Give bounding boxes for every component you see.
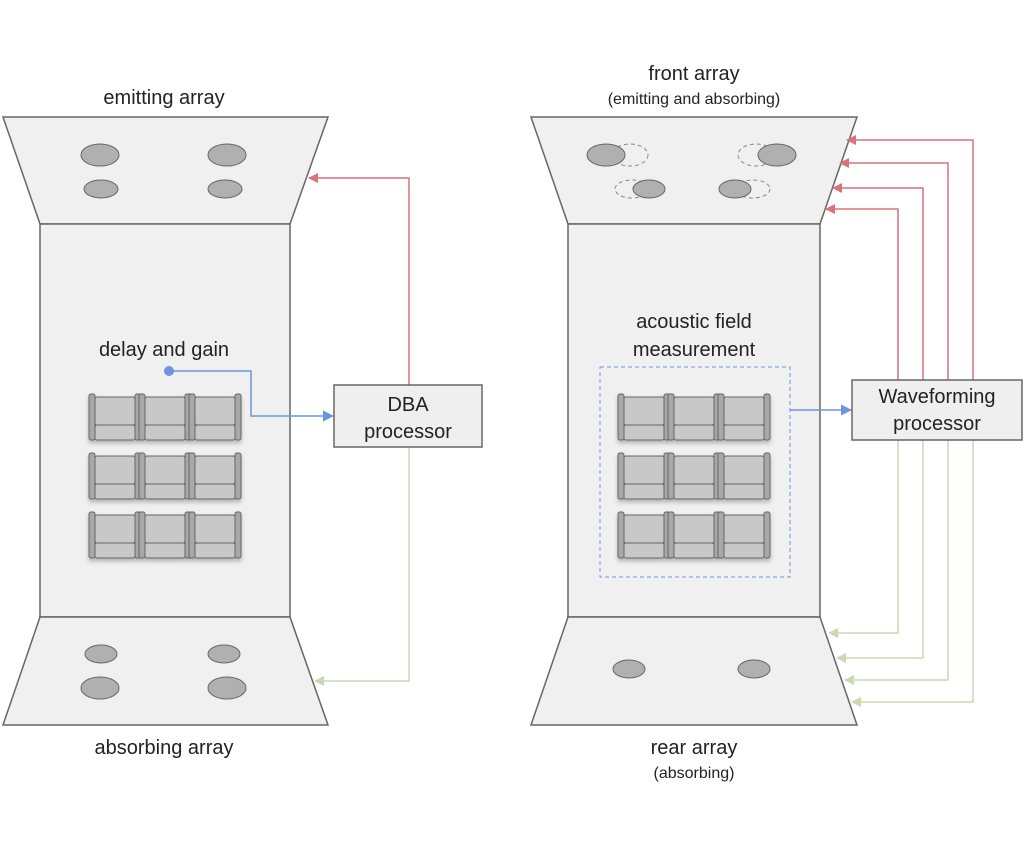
speaker-group (80, 143, 247, 199)
waveforming-processor-label-line1: Waveforming (878, 386, 995, 408)
speaker-icon (737, 659, 771, 679)
waveforming-processor-label-line2: processor (893, 413, 981, 435)
seat-row (89, 453, 241, 499)
emit-signal-line (825, 204, 899, 380)
speaker-icon (612, 659, 646, 679)
rear-array-sublabel: (absorbing) (654, 765, 735, 782)
speaker-group (80, 644, 247, 700)
rear-array-label: rear array (651, 737, 738, 759)
speaker-icon (586, 143, 626, 167)
emitting-array-panel (1, 116, 330, 225)
seating-area (89, 394, 241, 558)
waveforming-processor-box (851, 379, 1023, 441)
absorbing-array-label: absorbing array (95, 737, 234, 759)
front-array-sublabel: (emitting and absorbing) (608, 91, 781, 108)
seat-row (618, 512, 770, 558)
speaker-icon (207, 676, 247, 700)
absorb-signal-line (828, 440, 899, 638)
speaker-icon (84, 644, 118, 664)
rear-array-panel (529, 616, 859, 726)
seating-area (618, 394, 770, 558)
right-system: front array (emitting and absorbing) aco… (529, 63, 1023, 782)
speaker-icon (718, 179, 752, 199)
speaker-icon (83, 179, 119, 199)
absorbing-array-panel (1, 616, 330, 726)
speaker-icon (757, 143, 797, 167)
absorb-signal-line (851, 440, 974, 707)
speaker-icon (207, 143, 247, 167)
measurement-zone (599, 366, 791, 578)
dba-processor-label-line1: DBA (387, 394, 429, 416)
speaker-icon (80, 676, 120, 700)
emitting-array-label: emitting array (103, 87, 224, 109)
dba-processor-box (333, 384, 483, 448)
emit-signal-line (308, 173, 410, 385)
speaker-icon (632, 179, 666, 199)
emit-signal-line (846, 135, 974, 380)
emit-signal-line (832, 183, 924, 380)
seat-row (618, 453, 770, 499)
delay-and-gain-label: delay and gain (99, 339, 229, 361)
speaker-icon (80, 143, 120, 167)
seat-row (89, 512, 241, 558)
front-array-label: front array (648, 63, 739, 85)
speaker-icon (207, 179, 243, 199)
seat-row (89, 394, 241, 440)
absorb-signal-line (844, 440, 949, 685)
emit-signal-line (839, 158, 949, 380)
dba-processor-label-line2: processor (364, 421, 452, 443)
absorb-signal-line (314, 447, 410, 686)
absorb-signal-line (836, 440, 924, 663)
speaker-group (586, 143, 797, 199)
speaker-icon (207, 644, 241, 664)
front-array-panel (529, 116, 859, 225)
control-signal-line (169, 370, 334, 422)
seat-row (618, 394, 770, 440)
left-system: emitting array delay and gain absorbing … (1, 87, 483, 759)
acoustic-field-label-line2: measurement (633, 339, 756, 361)
speaker-group (612, 659, 771, 679)
acoustic-field-label-line1: acoustic field (636, 311, 752, 333)
virtual-speaker-icon (735, 179, 771, 199)
